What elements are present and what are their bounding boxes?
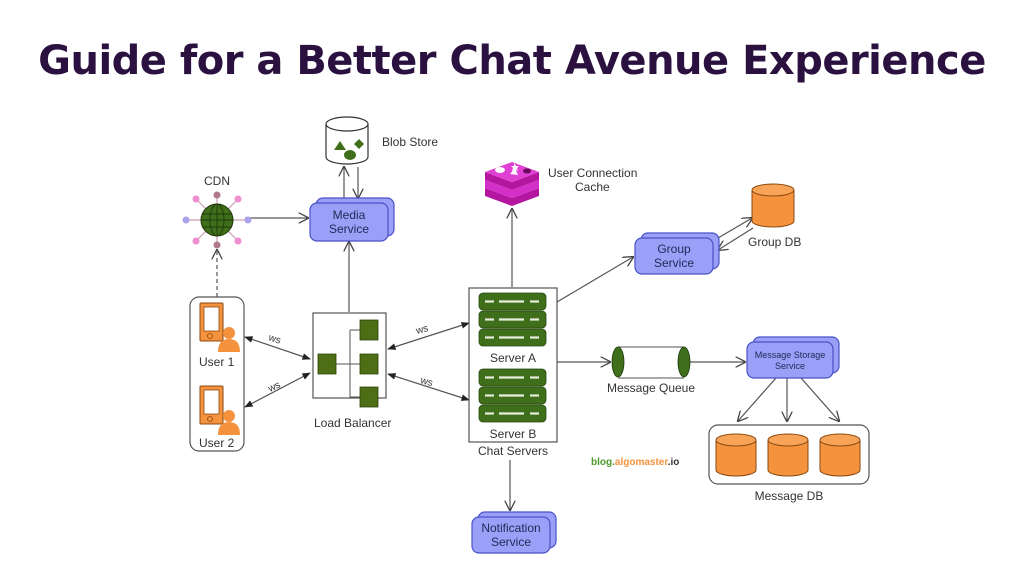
group-service: Group Service: [634, 232, 720, 275]
media-service: Media Service: [309, 197, 395, 242]
user-1: User 1: [199, 302, 240, 369]
user-2-label: User 2: [199, 436, 235, 450]
blob-store: Blob Store: [325, 116, 438, 165]
db-shard-icon: [715, 433, 757, 477]
database-icon: [751, 183, 795, 228]
server-a-label: Server A: [490, 351, 536, 365]
notification-service-label-1: Notification: [481, 521, 540, 535]
group-service-label-2: Service: [654, 256, 694, 270]
message-queue-label: Message Queue: [607, 381, 695, 395]
edge-storage-to-db1: [738, 377, 777, 421]
server-rack-icon: [478, 292, 547, 347]
group-db-label: Group DB: [748, 235, 801, 249]
cache-label-1: User Connection: [548, 166, 637, 180]
group-db: Group DB: [748, 183, 801, 249]
media-service-label-2: Service: [329, 222, 369, 236]
message-storage-label-1: Message Storage: [755, 350, 826, 360]
load-balancer: Load Balancer: [312, 312, 391, 430]
user-connection-cache: User Connection Cache: [485, 162, 637, 206]
db-shard-icon: [767, 433, 809, 477]
blob-store-label: Blob Store: [382, 135, 438, 149]
message-queue: Message Queue: [607, 346, 695, 395]
message-storage-service: Message Storage Service: [746, 336, 840, 379]
watermark-part3: .io: [668, 457, 680, 468]
edges: [217, 167, 839, 510]
edge-servers-to-group: [556, 257, 633, 303]
notification-service-label-2: Service: [491, 535, 531, 549]
load-balancer-label: Load Balancer: [314, 416, 391, 430]
edge-lb-serverB: [387, 373, 470, 401]
mobile-user-icon: [199, 302, 240, 352]
ws-label-serverA: ws: [414, 323, 430, 337]
users-group: User 1 User 2: [189, 296, 245, 452]
edge-group-to-groupdb: [712, 218, 752, 242]
message-db-label: Message DB: [755, 489, 824, 503]
globe-network-icon: [182, 191, 252, 249]
user-1-label: User 1: [199, 355, 235, 369]
cdn: CDN: [182, 174, 252, 249]
page-title: Guide for a Better Chat Avenue Experienc…: [38, 38, 986, 84]
redis-cache-icon: [485, 162, 539, 206]
watermark-part1: blog.: [591, 457, 615, 468]
ws-label-user2: ws: [266, 380, 283, 396]
edge-user1-lb: [244, 336, 311, 360]
ws-label-serverB: ws: [418, 375, 434, 389]
message-db: Message DB: [708, 424, 870, 503]
message-storage-label-2: Service: [775, 361, 805, 371]
chat-servers-label: Chat Servers: [478, 444, 548, 458]
queue-icon: [611, 346, 691, 379]
group-service-label-1: Group: [657, 242, 691, 256]
cdn-label: CDN: [204, 174, 230, 188]
server-rack-icon: [478, 368, 547, 423]
ws-label-user1: ws: [266, 332, 282, 347]
watermark: blog.algomaster.io: [591, 457, 679, 468]
notification-service: Notification Service: [471, 511, 557, 554]
cache-label-2: Cache: [575, 180, 610, 194]
server-b-label: Server B: [490, 427, 537, 441]
media-service-label-1: Media: [333, 208, 366, 222]
database-shapes-icon: [325, 116, 369, 165]
db-shard-icon: [819, 433, 861, 477]
mobile-user-icon: [199, 385, 240, 435]
user-2: User 2: [199, 385, 240, 450]
edge-user2-lb: [244, 372, 311, 408]
edge-storage-to-db3: [800, 377, 839, 421]
edge-groupdb-to-group: [718, 227, 754, 250]
server-b: Server B: [478, 368, 547, 441]
watermark-part2: algomaster: [615, 457, 668, 468]
chat-servers: Server A Server B Chat Servers: [468, 287, 558, 458]
server-a: Server A: [478, 292, 547, 365]
edge-lb-serverA: [387, 322, 470, 350]
